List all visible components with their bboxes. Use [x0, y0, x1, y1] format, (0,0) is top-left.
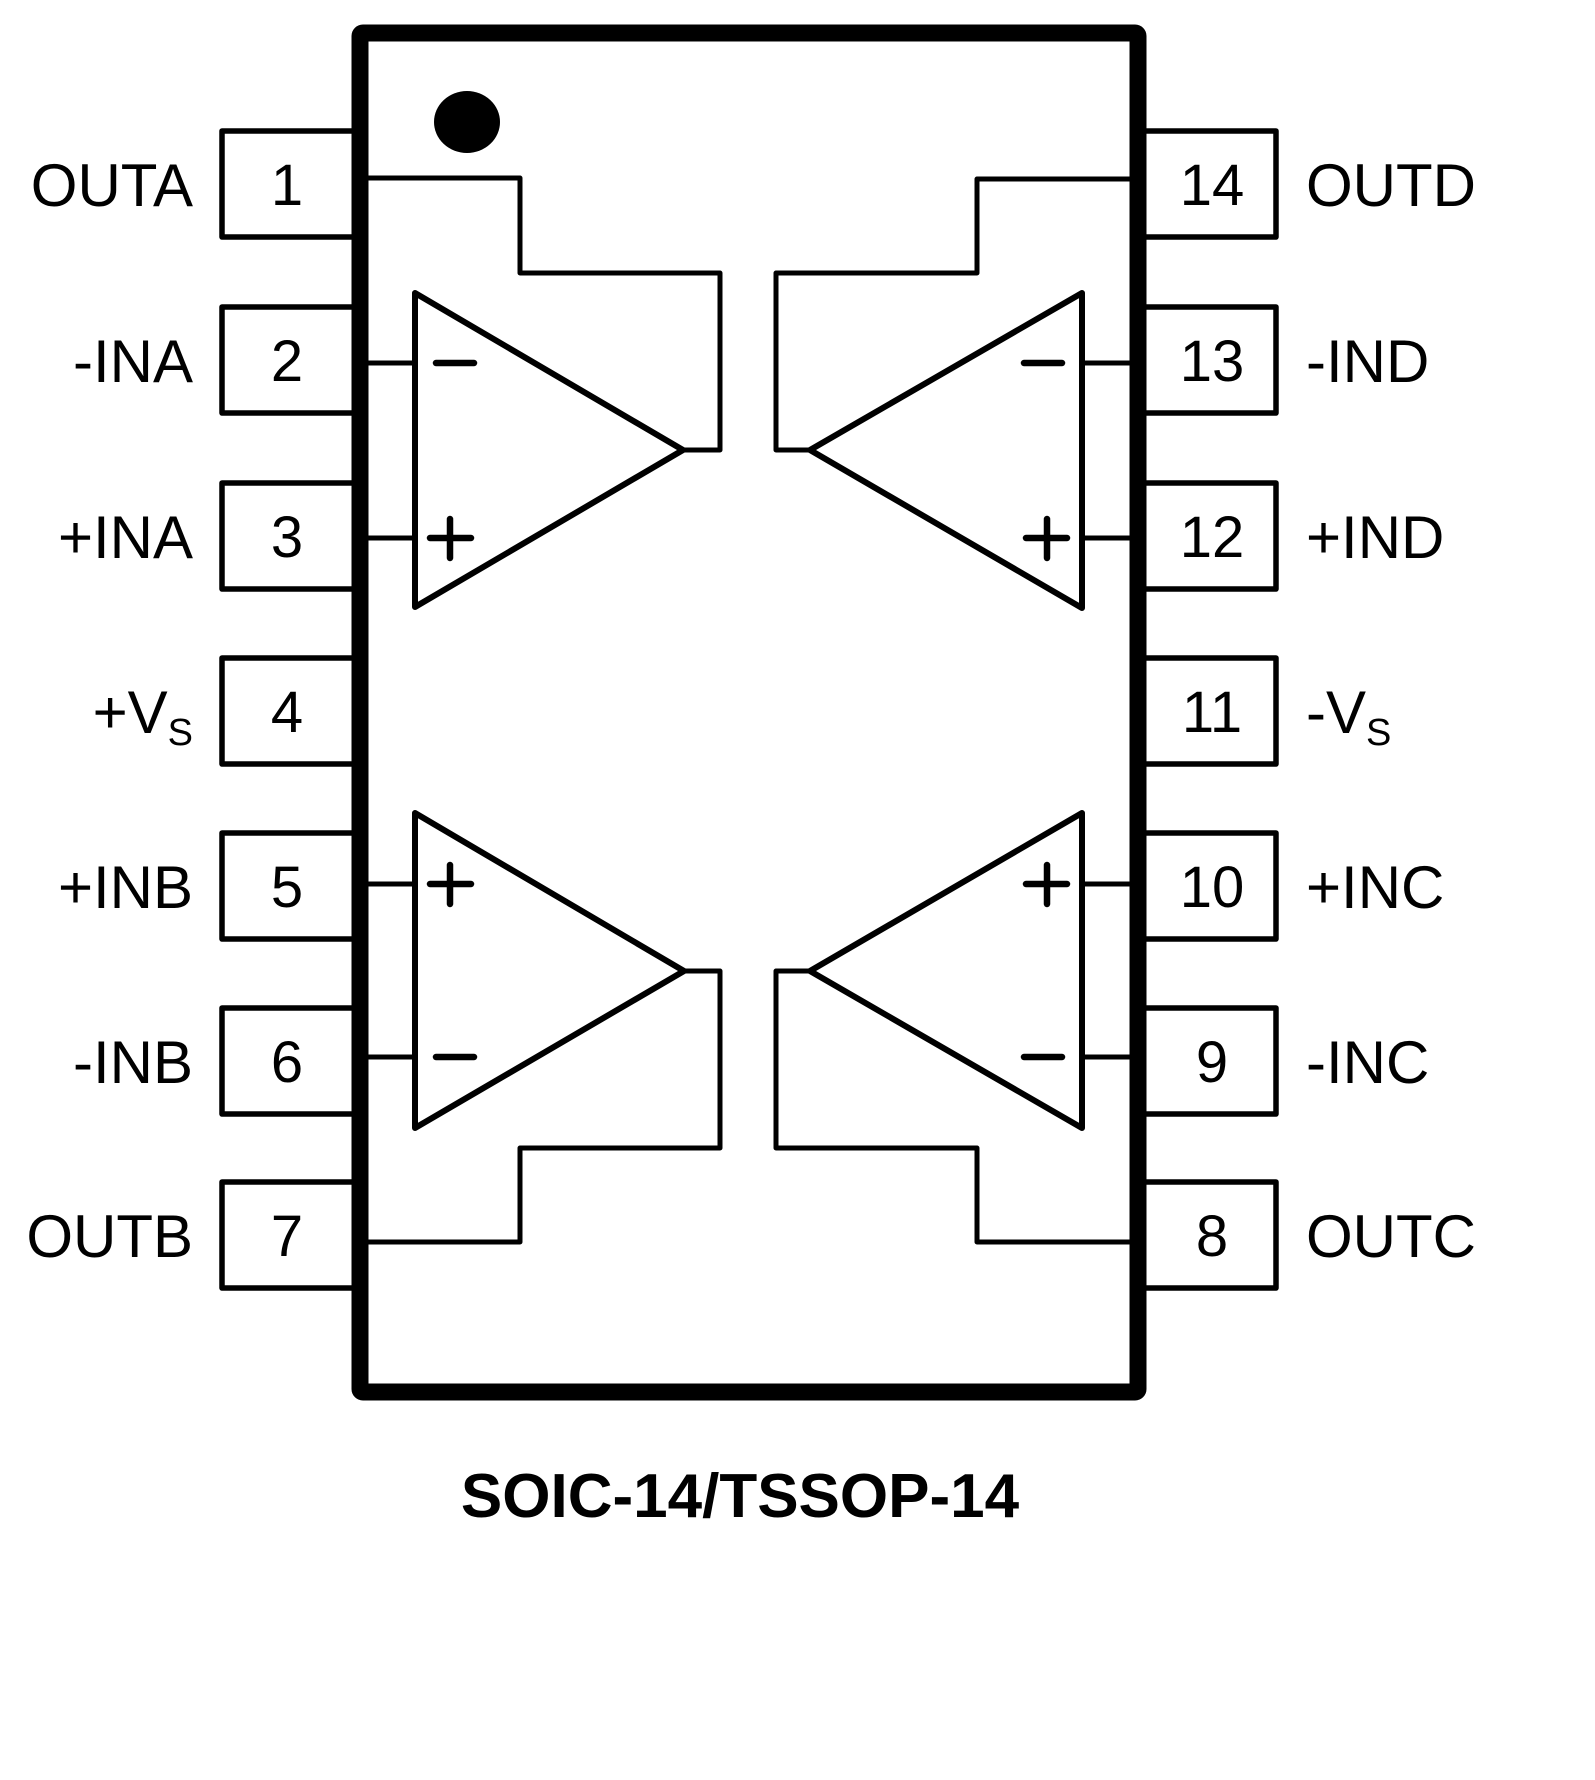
pin-label-text: +INC	[1306, 854, 1444, 921]
opamp-c	[773, 810, 1132, 1245]
opamp-b-triangle	[412, 810, 687, 1131]
package-title: SOIC-14/TSSOP-14	[461, 1462, 1020, 1531]
pin-label: OUTA	[31, 152, 193, 219]
left-pin-column: 1 OUTA 2 -INA 3 +INA 4 +VS 5 +INB 6 -INB 7 OUTB	[26, 128, 363, 1291]
pin-number: 10	[1180, 855, 1245, 920]
pin-label: -VS	[1306, 679, 1391, 754]
pin-label-text: +INA	[58, 504, 193, 571]
pin-number: 13	[1180, 329, 1245, 394]
pin-label: +VS	[93, 679, 193, 754]
pin-label: -INB	[73, 1029, 193, 1096]
pin-number: 5	[271, 855, 303, 920]
pin-number: 7	[271, 1204, 303, 1269]
opamp-a-feedback-wire	[365, 175, 723, 453]
pin-label: +INC	[1306, 854, 1444, 921]
pin-9: 9 -INC	[1135, 1005, 1429, 1117]
opamp-d-triangle	[807, 290, 1085, 611]
pin-label: OUTD	[1306, 152, 1476, 219]
opamp-b	[365, 810, 723, 1245]
pin-label-text: OUTB	[26, 1203, 193, 1270]
pin-10: 10 +INC	[1135, 830, 1444, 942]
opamp-c-plus-sign	[1022, 861, 1071, 908]
pin-2: 2 -INA	[73, 304, 363, 416]
pin-label: -IND	[1306, 328, 1429, 395]
pin-box	[219, 1179, 363, 1291]
pin-box	[219, 304, 363, 416]
opamp-a-plus-sign	[426, 515, 475, 562]
opamp-c-feedback-wire	[773, 968, 1132, 1245]
opamp-b-feedback-wire	[365, 968, 723, 1245]
pin-number: 3	[271, 505, 303, 570]
pin-14: 14 OUTD	[1135, 128, 1476, 240]
pin-number: 1	[271, 153, 303, 218]
opamp-a-triangle	[412, 290, 686, 610]
pin-number: 8	[1196, 1204, 1228, 1269]
pin-number: 14	[1180, 153, 1245, 218]
pin-box	[1135, 655, 1279, 767]
pin-label-text: -INC	[1306, 1029, 1429, 1096]
pin-box	[219, 128, 363, 240]
pin-1: 1 OUTA	[31, 128, 363, 240]
pin-number: 11	[1182, 680, 1242, 745]
pin-label-text: -INA	[73, 328, 193, 395]
pin-label: +IND	[1306, 504, 1444, 571]
pin-11: 11 -VS	[1135, 655, 1391, 767]
pin-7: 7 OUTB	[26, 1179, 363, 1291]
opamp-d-feedback-wire	[773, 176, 1132, 453]
pin-label-text: OUTD	[1306, 152, 1476, 219]
pin-number: 4	[271, 680, 303, 745]
pin-box	[219, 480, 363, 592]
pin-label: OUTC	[1306, 1203, 1476, 1270]
opamp-a	[365, 175, 723, 610]
pin1-indicator-dot	[434, 91, 500, 153]
pin-box	[1135, 1005, 1279, 1117]
pin-label: OUTB	[26, 1203, 193, 1270]
pin-5: 5 +INB	[58, 830, 363, 942]
pin-13: 13 -IND	[1135, 304, 1429, 416]
opamp-d	[773, 176, 1132, 611]
package-body	[351, 24, 1147, 1401]
pin-label-text: -IND	[1306, 328, 1429, 395]
pin-label-text: +INB	[58, 854, 193, 921]
pin-number: 6	[271, 1030, 303, 1095]
pin-6: 6 -INB	[73, 1005, 363, 1117]
right-pin-column: 14 OUTD 13 -IND 12 +IND 11 -VS 10 +INC 9 -INC 8 OUTC	[1135, 128, 1476, 1291]
pin-label: -INC	[1306, 1029, 1429, 1096]
pin-label-text: -V	[1306, 679, 1366, 746]
pin-12: 12 +IND	[1135, 480, 1444, 592]
pin-label-text: +V	[93, 679, 168, 746]
opamp-d-plus-sign	[1022, 515, 1071, 562]
pin-label-text: -INB	[73, 1029, 193, 1096]
pin-label-subscript: S	[168, 712, 193, 754]
pin-box	[219, 830, 363, 942]
pin-label-subscript: S	[1366, 712, 1391, 754]
pin-label-text: +IND	[1306, 504, 1444, 571]
pin-8: 8 OUTC	[1135, 1179, 1476, 1291]
opamp-c-triangle	[807, 810, 1085, 1131]
pin-box	[1135, 830, 1279, 942]
pin-label: -INA	[73, 328, 193, 395]
pin-3: 3 +INA	[58, 480, 363, 592]
opamp-b-plus-sign	[426, 861, 475, 908]
pin-number: 9	[1196, 1030, 1228, 1095]
pin-label: +INA	[58, 504, 193, 571]
pin-label: +INB	[58, 854, 193, 921]
pin-4: 4 +VS	[93, 655, 363, 767]
pin-label-text: OUTC	[1306, 1203, 1476, 1270]
pin-number: 2	[271, 329, 303, 394]
pin-label-text: OUTA	[31, 152, 193, 219]
pin-box	[1135, 1179, 1279, 1291]
pin-number: 12	[1180, 505, 1245, 570]
